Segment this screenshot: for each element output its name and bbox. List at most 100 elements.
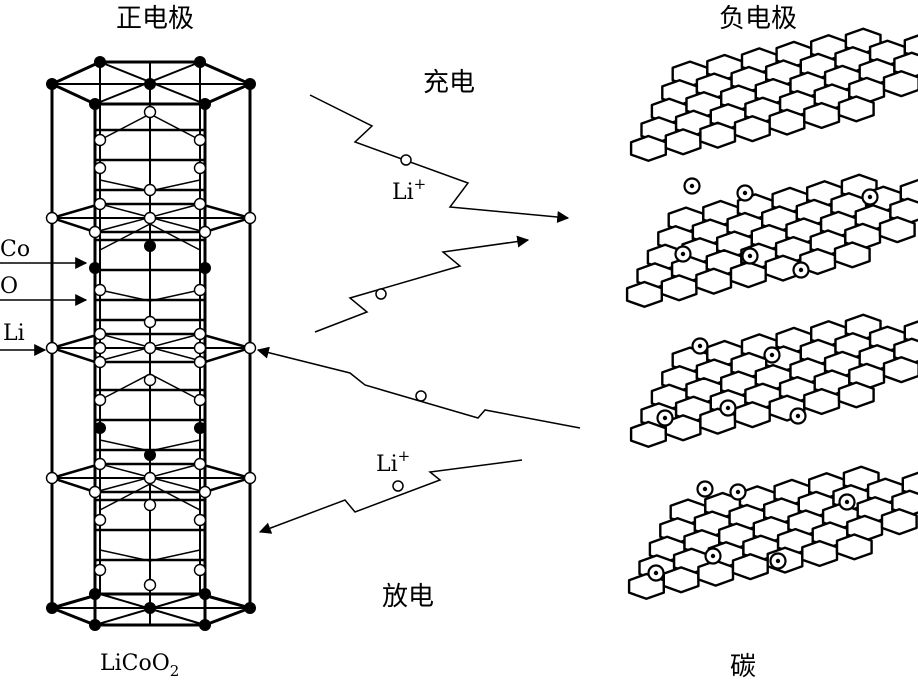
legend-arrows (0, 257, 88, 356)
lithium-ion-core (680, 251, 686, 257)
oxygen-atom (143, 498, 157, 512)
oxygen-atom (143, 183, 157, 197)
cobalt-atom (94, 56, 106, 68)
cobalt-atom (144, 602, 156, 614)
graphite-ring (733, 401, 771, 429)
ion-label-discharge-sup: + (398, 447, 411, 465)
cobalt-atom (194, 422, 206, 434)
lithium-ion-core (702, 486, 708, 492)
cobalt-atom (144, 449, 156, 461)
graphite-sheet (627, 465, 918, 600)
oxygen-atom (193, 355, 207, 369)
graphite-ring (835, 533, 873, 561)
legend-o-label: O (0, 274, 18, 299)
discharge-paths (256, 346, 581, 534)
oxygen-atom (143, 578, 157, 592)
graphite-ring (803, 387, 841, 416)
lithium-ion-core (742, 190, 748, 196)
lithium-ion-core (747, 253, 753, 259)
oxygen-atom (198, 485, 212, 499)
anode-material-label: 碳 (730, 652, 756, 682)
lattice-zigzag (99, 549, 201, 562)
cobalt-atom (46, 602, 58, 614)
graphite-ring (695, 267, 733, 295)
oxygen-atom (193, 341, 207, 355)
graphite-ring (882, 356, 918, 384)
graphite-ring (903, 320, 918, 345)
oxygen-atom (45, 341, 59, 355)
oxygen-atom (193, 327, 207, 341)
lithium-ion-core (867, 194, 873, 200)
negative-electrode-label: 负电极 (719, 4, 797, 34)
oxygen-atom (93, 327, 107, 341)
cobalt-atom (199, 619, 211, 631)
oxygen-atom (93, 341, 107, 355)
oxygen-atom (243, 211, 257, 225)
oxygen-atom (243, 341, 257, 355)
oxygen-atom (193, 457, 207, 471)
discharge-label: 放电 (382, 582, 434, 612)
ion-label-charge: Li+ (392, 175, 426, 205)
graphite-ring (629, 134, 667, 162)
graphite-ring (803, 101, 841, 130)
lithium-ion-core (795, 413, 801, 419)
graphite-ring (837, 381, 875, 409)
graphite-sheet (629, 313, 918, 448)
graphite-ring (903, 34, 918, 59)
graphite-sheet (629, 27, 918, 162)
lithium-ion-core (844, 499, 850, 505)
cobalt-atom (244, 602, 256, 614)
graphite-ring (901, 471, 918, 498)
legend-co-label: Co (0, 237, 30, 262)
positive-electrode-label: 正电极 (116, 4, 194, 34)
graphite-ring (882, 70, 918, 98)
cobalt-atom (89, 619, 101, 631)
cobalt-atom (199, 588, 211, 600)
oxygen-atom (193, 161, 207, 175)
oxygen-atom (93, 355, 107, 369)
lithium-ion-core (697, 343, 703, 349)
oxygen-atom (93, 197, 107, 211)
graphite-ring (731, 553, 769, 581)
lithium-ion-core (662, 415, 668, 421)
graphite-ring (801, 539, 839, 568)
oxygen-atom (193, 133, 207, 147)
graphite-ring (697, 559, 735, 587)
cathode-formula-base: LiCoO (100, 651, 170, 676)
graphite-ring (768, 108, 806, 136)
cobalt-atom (94, 422, 106, 434)
graphite-ring (625, 280, 663, 308)
oxygen-atom (143, 105, 157, 119)
oxygen-atom (143, 471, 157, 485)
graphite-sheet (625, 173, 918, 308)
ion-label-charge-sup: + (414, 175, 427, 193)
graphite-ring (664, 414, 702, 442)
graphite-ring (878, 216, 916, 244)
oxygen-atom (93, 393, 107, 407)
oxygen-atom (143, 341, 157, 355)
cobalt-atom (89, 98, 101, 110)
oxygen-atom (93, 513, 107, 527)
cobalt-atom (144, 240, 156, 252)
cobalt-atom (46, 78, 58, 90)
legend-li-label: Li (3, 321, 25, 346)
oxygen-atom (45, 211, 59, 225)
lithium-ion-core (775, 558, 781, 564)
oxygen-atom (45, 471, 59, 485)
ion-label-discharge-base: Li (376, 452, 398, 477)
oxygen-atom (193, 393, 207, 407)
graphite-ring (664, 128, 702, 156)
ion-label-charge-base: Li (392, 180, 414, 205)
oxygen-atom (193, 197, 207, 211)
lithium-ion-core (653, 570, 659, 576)
charge-paths (309, 94, 570, 333)
cathode-atoms (45, 56, 257, 631)
cobalt-atom (244, 78, 256, 90)
graphite-ring (699, 121, 737, 149)
lithium-ion-core (725, 405, 731, 411)
oxygen-atom (93, 457, 107, 471)
graphite-ring (660, 274, 698, 302)
oxygen-atom (93, 161, 107, 175)
oxygen-atom (193, 563, 207, 577)
ion-label-discharge: Li+ (376, 447, 410, 477)
